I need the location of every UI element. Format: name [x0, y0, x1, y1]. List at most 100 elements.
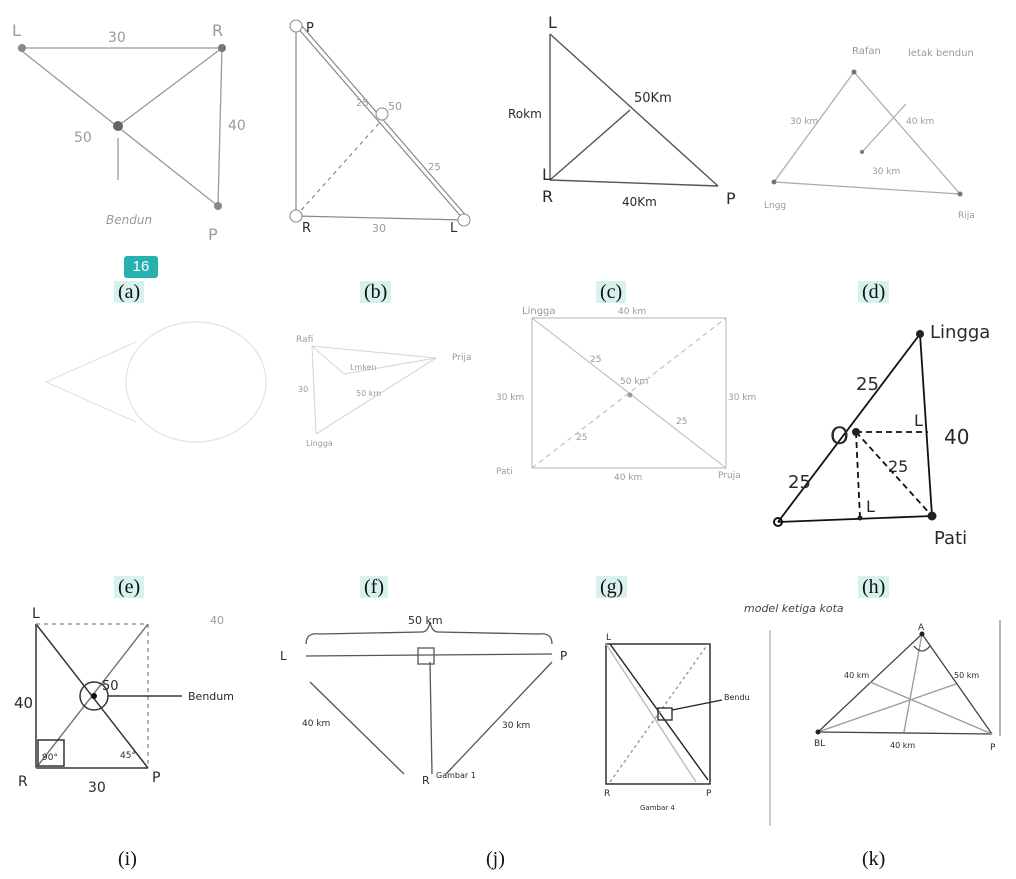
sketch-k-rect: L R P Bendu Gambar 4 — [596, 630, 776, 826]
h-label-c: 25 — [888, 457, 908, 476]
b-label-half2: 25 — [428, 162, 441, 173]
page-badge: 16 — [124, 256, 158, 278]
sketch-d-drawing: Rafan letak bendun 30 km 40 km 30 km Lng… — [764, 46, 975, 221]
sketch-f: Rafi Lmken Prija 50 km 30 Lingga — [296, 322, 500, 452]
g-label-d1: 25 — [590, 355, 601, 365]
d-label-letak: letak bendun — [908, 48, 974, 59]
i-label-p: P — [152, 770, 160, 786]
d-label-bottom: 30 km — [872, 167, 900, 177]
h-label-top: Lingga — [930, 322, 990, 343]
b-label-r: R — [302, 221, 311, 236]
h-label-a: 25 — [856, 374, 879, 395]
sketch-h: Lingga O 25 25 25 40 L L Pati — [766, 308, 1002, 549]
c-label-l-top: L — [548, 13, 557, 32]
f-label-right: Prija — [452, 353, 472, 363]
sketch-g: Lingga 40 km 30 km 30 km 50 km 25 25 25 … — [492, 300, 756, 490]
caption-f: (f) — [360, 576, 388, 598]
i-label-bendung: Bendum — [188, 690, 234, 703]
h-label-l2: L — [866, 497, 875, 516]
sketch-a: L R P 30 40 50 Bendun — [8, 8, 248, 248]
a-label-top: 30 — [108, 30, 126, 46]
d-label-inner: 40 km — [906, 117, 934, 127]
i-label-right-top: 40 — [210, 614, 224, 627]
d-label-top: Rafan — [852, 46, 881, 57]
caption-d: (d) — [858, 281, 890, 303]
caption-e: (e) — [114, 576, 145, 598]
caption-a: (a) — [114, 281, 145, 303]
g-label-tl: Lingga — [522, 306, 556, 317]
sketch-a-drawing: L R P 30 40 50 Bendun — [12, 21, 246, 244]
sketch-c-drawing: L L R P Rokm 50Km 40Km — [508, 13, 736, 209]
g-label-left: 30 km — [496, 393, 524, 403]
caption-h: (h) — [858, 576, 890, 598]
h-label-bottom: Pati — [934, 528, 967, 549]
k2-label-bottom: 40 km — [890, 741, 915, 750]
b-label-bottom: 30 — [372, 222, 386, 235]
i-label-l: L — [32, 606, 40, 622]
g-label-top: 40 km — [618, 307, 646, 317]
h-label-right: 40 — [944, 425, 969, 449]
g-label-d2: 25 — [576, 433, 587, 443]
h-label-center: O — [830, 422, 849, 450]
c-label-bottom: 40Km — [622, 195, 657, 209]
k1-label-bendu: Bendu — [724, 693, 750, 702]
i-label-bottom: 30 — [88, 780, 106, 796]
sketch-i: L R P 40 30 50 40 Bendum 90° 45° — [4, 602, 280, 798]
sketch-d: Rafan letak bendun 30 km 40 km 30 km Lng… — [762, 14, 1002, 234]
k2-label-bl: BL — [814, 739, 825, 749]
g-label-br: Pruja — [718, 471, 741, 481]
sketch-k-tri: A BL P 40 km 50 km 40 km — [804, 620, 1004, 770]
b-label-half1: 25 — [356, 98, 369, 109]
k1-label-p: P — [706, 789, 712, 799]
j-label-gambar: Gambar 1 — [436, 771, 476, 780]
f-label-bottom: Lingga — [306, 439, 333, 448]
b-label-l: L — [450, 221, 458, 236]
sketch-j-drawing: 50 km L P R 40 km 30 km Gambar 1 — [280, 614, 567, 787]
caption-g: (g) — [596, 576, 628, 598]
j-label-top: 50 km — [408, 614, 443, 627]
sketch-c: L L R P Rokm 50Km 40Km — [504, 8, 744, 218]
a-label-right: 40 — [228, 118, 246, 134]
d-label-bl: Lngg — [764, 201, 786, 211]
a-label-r: R — [212, 21, 223, 40]
c-label-l-bottom: L — [542, 165, 551, 184]
d-label-left: 30 km — [790, 117, 818, 127]
sketch-j: 50 km L P R 40 km 30 km Gambar 1 — [276, 604, 588, 790]
sketch-e-drawing — [45, 321, 267, 443]
g-label-center: 50 km — [620, 377, 648, 387]
b-label-mid: 50 — [388, 100, 402, 113]
a-label-bendung: Bendun — [106, 213, 152, 227]
g-label-right: 30 km — [728, 393, 756, 403]
j-label-right: 30 km — [502, 721, 530, 731]
f-label-left: Rafi — [296, 335, 313, 345]
c-label-r: R — [542, 187, 553, 206]
k2-title: model ketiga kota — [744, 602, 844, 615]
c-label-hyp: 50Km — [634, 91, 672, 106]
c-label-p: P — [726, 189, 736, 208]
i-label-angle2: 45° — [120, 751, 136, 761]
caption-c: (c) — [596, 281, 627, 303]
sketch-f-drawing: Rafi Lmken Prija 50 km 30 Lingga — [296, 335, 472, 448]
caption-i: (i) — [118, 848, 137, 870]
k2-label-left: 40 km — [844, 671, 869, 680]
j-label-l: L — [280, 649, 287, 663]
k1-label-r: R — [604, 789, 610, 799]
f-label-d2: 30 — [298, 385, 308, 394]
sketch-h-drawing: Lingga O 25 25 25 40 L L Pati — [773, 322, 990, 549]
sketch-g-drawing: Lingga 40 km 30 km 30 km 50 km 25 25 25 … — [496, 306, 756, 483]
i-label-angle1: 90° — [42, 753, 58, 763]
sketch-b: P R L 50 30 25 25 — [282, 10, 478, 236]
caption-k: (k) — [862, 848, 886, 870]
j-label-p: P — [560, 649, 567, 663]
f-label-d1: 50 km — [356, 389, 381, 398]
k1-label-l: L — [606, 633, 611, 643]
d-label-br: Rija — [958, 211, 975, 221]
i-label-left: 40 — [14, 694, 33, 712]
a-label-center: 50 — [74, 130, 92, 146]
h-label-b: 25 — [788, 472, 811, 493]
a-label-p: P — [208, 225, 218, 244]
g-label-bl: Pati — [496, 467, 513, 477]
caption-b: (b) — [360, 281, 392, 303]
i-label-center: 50 — [102, 679, 119, 694]
caption-j: (j) — [486, 848, 505, 870]
